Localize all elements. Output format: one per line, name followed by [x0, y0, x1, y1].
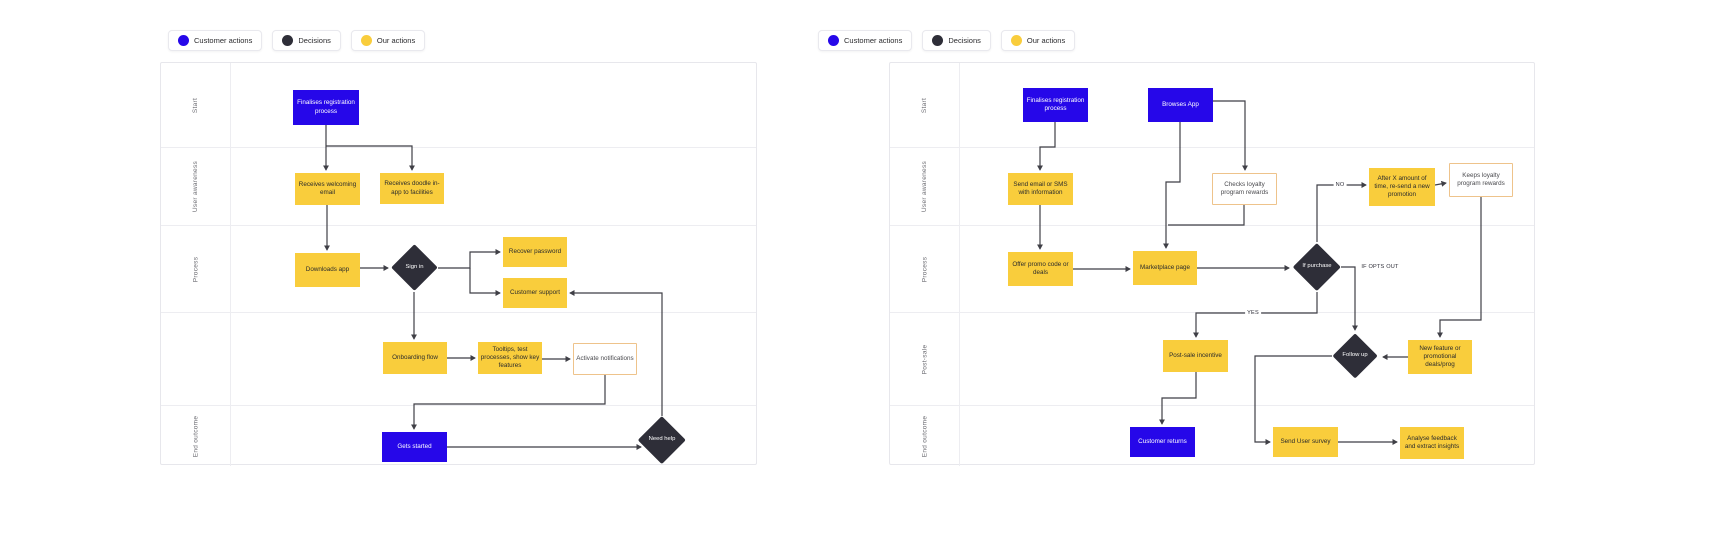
node-send-email-or-sms[interactable]: Send email or SMS with information — [1008, 173, 1073, 205]
customer-actions-dot-icon — [178, 35, 189, 46]
node-new-feature-or-promo[interactable]: New feature or promotional deals/prog — [1408, 340, 1472, 374]
lane-end-outcome: End outcome — [161, 406, 756, 466]
edge-label-yes[interactable]: YES — [1245, 310, 1261, 316]
node-resend-new-promotion[interactable]: After X amount of time, re-send a new pr… — [1369, 168, 1435, 206]
lane-process: Process — [890, 226, 1534, 313]
node-customer-support[interactable]: Customer support — [503, 278, 567, 308]
lane-label-user-awareness: User awareness — [161, 148, 231, 225]
node-keeps-loyalty-rewards[interactable]: Keeps loyalty program rewards — [1449, 163, 1513, 197]
node-receives-doodle-in-app[interactable]: Receives doodle in-app to facilities — [380, 173, 444, 204]
legend-right: Customer actions Decisions Our actions — [818, 30, 1076, 51]
node-customer-returns[interactable]: Customer returns — [1130, 427, 1195, 457]
node-browses-app[interactable]: Browses App — [1148, 88, 1213, 122]
node-marketplace-page[interactable]: Marketplace page — [1133, 251, 1197, 285]
node-finalises-registration[interactable]: Finalises registration process — [293, 90, 359, 125]
lane-start: Start — [161, 63, 756, 148]
node-if-purchase-decision[interactable]: If purchase — [1293, 243, 1341, 291]
node-onboarding-flow[interactable]: Onboarding flow — [383, 342, 447, 374]
legend-item-decisions[interactable]: Decisions — [922, 30, 991, 51]
node-analyse-feedback[interactable]: Analyse feedback and extract insights — [1400, 427, 1464, 459]
legend-label: Our actions — [1026, 36, 1066, 45]
node-offer-promo-code[interactable]: Offer promo code or deals — [1008, 252, 1073, 286]
lane-label-end-outcome: End outcome — [161, 406, 231, 466]
legend-label: Customer actions — [194, 36, 253, 45]
lane-unlabeled — [161, 313, 756, 406]
node-downloads-app[interactable]: Downloads app — [295, 253, 360, 287]
lane-user-awareness: User awareness — [161, 148, 756, 226]
node-activate-notifications[interactable]: Activate notifications — [573, 343, 637, 375]
node-receives-welcoming-email[interactable]: Receives welcoming email — [295, 173, 360, 205]
node-follow-up-decision[interactable]: Follow up — [1332, 333, 1378, 379]
legend-item-customer-actions[interactable]: Customer actions — [818, 30, 913, 51]
swimlane-table-purchase: Start User awareness Process Post-sale E… — [889, 62, 1535, 466]
lane-label-start: Start — [890, 63, 960, 147]
lane-start: Start — [890, 63, 1534, 148]
node-need-help-decision[interactable]: Need help — [638, 416, 686, 464]
decisions-dot-icon — [932, 35, 944, 46]
node-finalises-registration-2[interactable]: Finalises registration process — [1023, 88, 1088, 122]
lane-label-start: Start — [161, 63, 231, 147]
node-gets-started[interactable]: Gets started — [382, 432, 447, 462]
lane-end-outcome: End outcome — [890, 406, 1534, 466]
lane-label-user-awareness: User awareness — [890, 148, 960, 225]
node-send-user-survey[interactable]: Send User survey — [1273, 427, 1338, 457]
lane-label-process: Process — [890, 226, 960, 312]
legend-item-decisions[interactable]: Decisions — [272, 30, 341, 51]
edge-label-if-opts-out[interactable]: IF OPTS OUT — [1359, 264, 1401, 270]
node-sign-in-decision[interactable]: Sign in — [391, 244, 438, 291]
legend-left: Customer actions Decisions Our actions — [168, 30, 426, 51]
lane-post-sale: Post-sale — [890, 313, 1534, 406]
node-recover-password[interactable]: Recover password — [503, 237, 567, 267]
legend-item-our-actions[interactable]: Our actions — [350, 30, 426, 51]
legend-label: Our actions — [376, 36, 416, 45]
decisions-dot-icon — [282, 35, 294, 46]
edge-label-no[interactable]: NO — [1333, 182, 1347, 188]
legend-item-our-actions[interactable]: Our actions — [1000, 30, 1076, 51]
legend-label: Customer actions — [844, 36, 903, 45]
customer-actions-dot-icon — [828, 35, 839, 46]
our-actions-dot-icon — [1010, 35, 1022, 46]
node-tooltips-test-processes[interactable]: Tooltips, test processes, show key featu… — [478, 342, 542, 374]
node-post-sale-incentive[interactable]: Post-sale incentive — [1163, 340, 1228, 372]
legend-label: Decisions — [298, 36, 331, 45]
legend-label: Decisions — [948, 36, 981, 45]
lane-label-end-outcome: End outcome — [890, 406, 960, 466]
node-checks-loyalty-rewards[interactable]: Checks loyalty program rewards — [1212, 173, 1277, 205]
our-actions-dot-icon — [360, 35, 372, 46]
lane-label-post-sale: Post-sale — [890, 313, 960, 405]
lane-label-unlabeled — [161, 313, 231, 405]
swimlane-table-onboarding: Start User awareness Process End outcome — [160, 62, 757, 466]
legend-item-customer-actions[interactable]: Customer actions — [168, 30, 263, 51]
lane-label-process: Process — [161, 226, 231, 312]
lane-process: Process — [161, 226, 756, 313]
